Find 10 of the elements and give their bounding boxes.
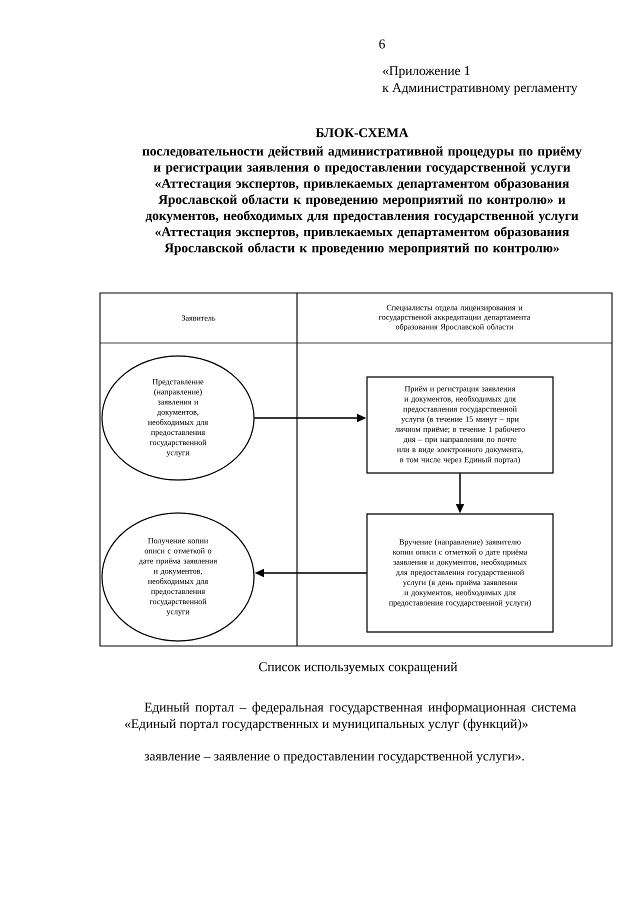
title: БЛОК-СХЕМА [316,128,408,138]
section-heading: Список используемых сокращений [259,662,458,674]
appendix-note: к Административному регламенту [382,83,578,95]
page-number: 6 [379,40,385,48]
paragraph: заявление – заявление о предоставлении государственной услуги». [144,751,524,764]
subtitle: последовательности действий административной процедуры по приёму и регистрации заявления о предоставлении государственной услуги «Аттестация экспертов, привлекаемых департаментом образования Ярославской области к проведению мероприятий по контролю» и документов, необходимых для предоставления государственной услуги «Аттестация экспертов, привлекаемых департаментом образования Ярославской области к проведению мероприятий по контролю» [142,146,582,256]
appendix-note: «Приложение 1 [383,66,470,78]
process-box: Вручение (направление) заявителю копии описи с отметкой о дате приёма заявления и документов, необходимых для предоставления государственной услуги (в день приёма заявления и документов, необходимых для предоставления государственной услуги) [366,513,554,633]
process-box: Приём и регистрация заявления и документов, необходимых для предоставления государственной услуги (в течение 15 минут – при личном приёме; в течение 1 рабочего дня – при направлении по почте или в виде электронного документа, в том числе через Единый портал) [366,376,554,474]
paragraph: Единый портал – федеральная государственная информационная система «Единый портал государственных и муниципальных услуг (функций)» [125,702,576,731]
